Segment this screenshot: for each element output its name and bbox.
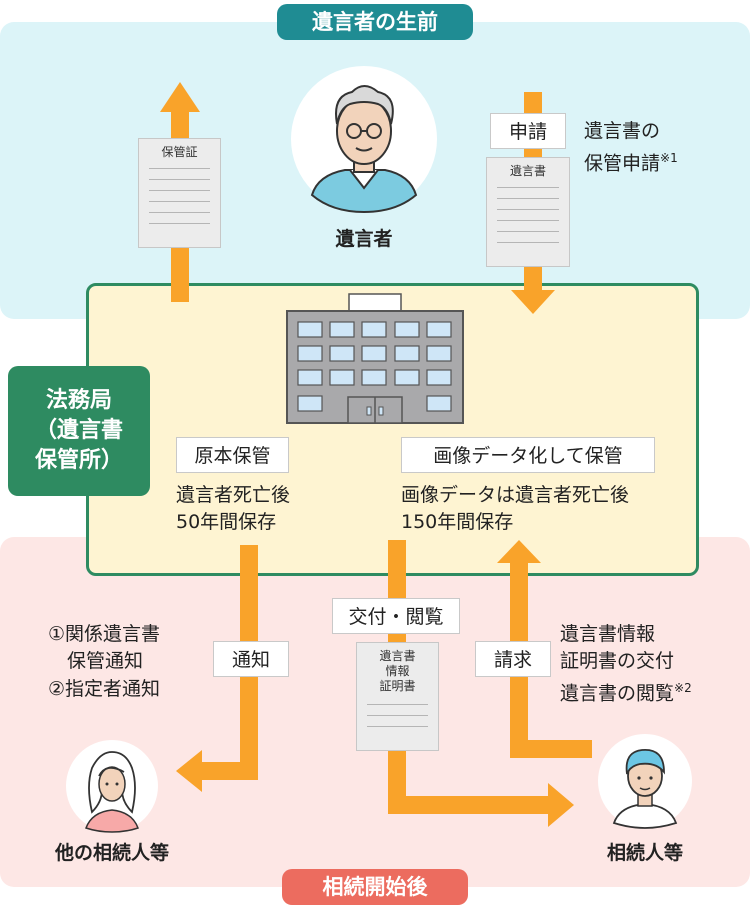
notify-description-1: ①関係遺言書 保管通知	[48, 623, 161, 672]
notify-label: 通知	[213, 641, 289, 677]
apply-description: 遺言書の 保管申請※1	[584, 120, 678, 175]
will-document: 遺言書	[486, 157, 570, 267]
office-building-icon	[286, 293, 464, 424]
apply-label: 申請	[490, 113, 566, 149]
info-certificate-document: 遺言書 情報 証明書	[356, 642, 439, 751]
woman-icon	[66, 740, 158, 833]
certificate-title: 保管証	[161, 145, 198, 159]
original-storage-description: 遺言者死亡後 50年間保存	[176, 484, 291, 533]
legal-affairs-bureau-label: 法務局 （遺言書 保管所）	[8, 366, 150, 496]
heir-name: 相続人等	[606, 842, 683, 864]
original-storage-label: 原本保管	[176, 437, 289, 473]
other-heir-name: 他の相続人等	[54, 842, 169, 864]
request-arrow	[497, 540, 592, 758]
image-storage-description: 画像データは遺言者死亡後 150年間保存	[401, 484, 630, 533]
elderly-man-icon	[291, 66, 437, 214]
request-description: 遺言書情報 証明書の交付 遺言書の閲覧※2	[560, 623, 692, 705]
man-icon	[598, 734, 692, 829]
image-storage-label: 画像データ化して保管	[401, 437, 655, 473]
info-certificate-title: 遺言書 情報 証明書	[379, 649, 416, 693]
phase-before-label: 遺言者の生前	[277, 4, 473, 40]
phase-after-label: 相続開始後	[282, 869, 468, 905]
notify-description-2: ②指定者通知	[48, 678, 161, 700]
testator-name: 遺言者	[335, 228, 393, 250]
will-title: 遺言書	[509, 164, 546, 178]
request-label: 請求	[475, 641, 551, 677]
issue-view-label: 交付・閲覧	[332, 598, 460, 634]
certificate-document: 保管証	[138, 138, 221, 248]
